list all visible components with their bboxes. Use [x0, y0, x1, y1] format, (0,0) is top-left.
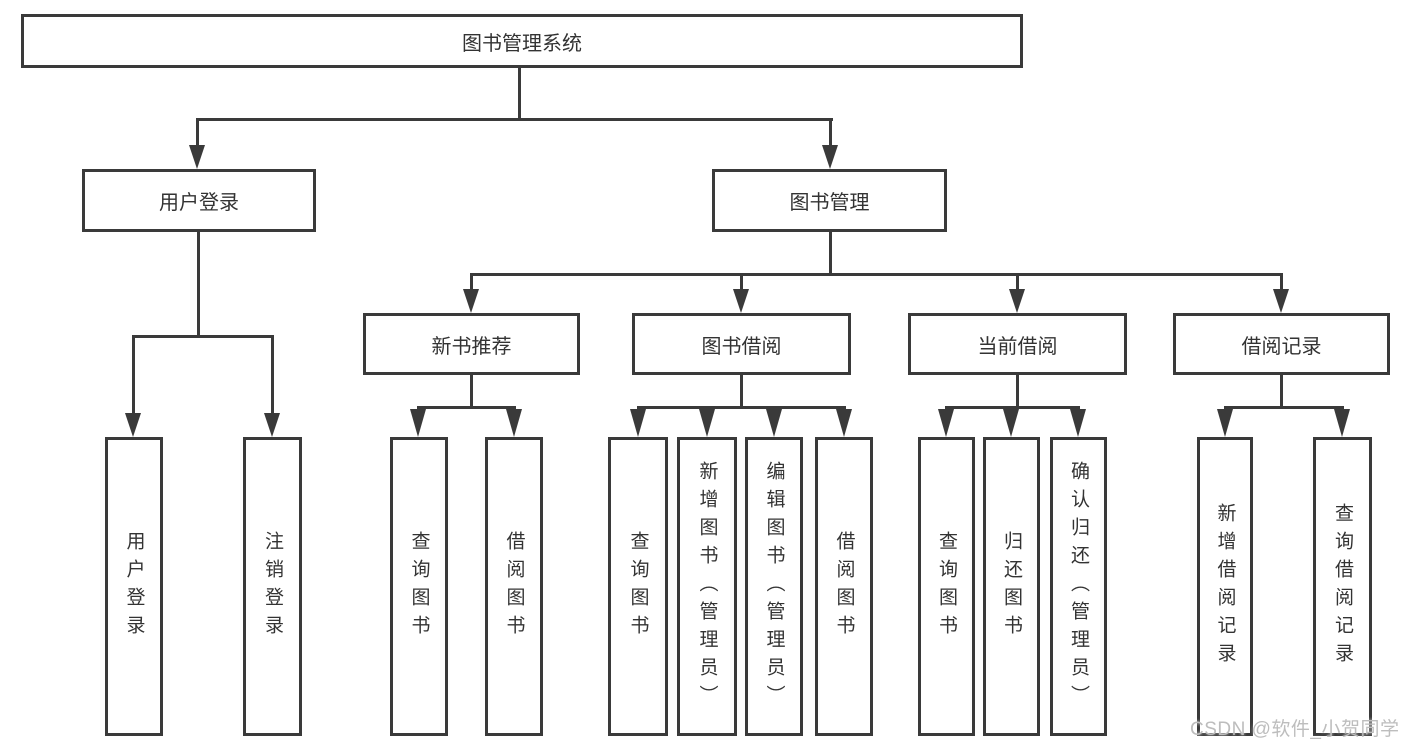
arrow-down-icon [125, 413, 141, 437]
connector [829, 232, 832, 276]
connector [518, 68, 521, 118]
node-book-borrow: 图书借阅 [632, 313, 851, 375]
leaf-logout: 注销登录 [243, 437, 302, 736]
node-current-borrow: 当前借阅 [908, 313, 1127, 375]
arrow-down-icon [699, 409, 715, 437]
arrow-down-icon [630, 409, 646, 437]
connector [1016, 273, 1019, 290]
node-new-book-recommend: 新书推荐 [363, 313, 580, 375]
leaf-add-borrow-record: 新增借阅记录 [1197, 437, 1253, 736]
node-library-system: 图书管理系统 [21, 14, 1023, 68]
connector [945, 406, 1080, 409]
connector [470, 273, 1283, 276]
connector [271, 335, 274, 415]
arrow-down-icon [1070, 409, 1086, 437]
arrow-down-icon [463, 289, 479, 313]
leaf-borrow-books-recommend: 借阅图书 [485, 437, 543, 736]
arrow-down-icon [822, 145, 838, 169]
arrow-down-icon [264, 413, 280, 437]
node-user-login: 用户登录 [82, 169, 316, 232]
arrow-down-icon [1273, 289, 1289, 313]
leaf-add-books-admin: 新增图书（管理员） [677, 437, 737, 736]
leaf-borrow-books: 借阅图书 [815, 437, 873, 736]
leaf-query-borrow-record: 查询借阅记录 [1313, 437, 1372, 736]
connector [470, 273, 473, 290]
arrow-down-icon [938, 409, 954, 437]
leaf-query-books-recommend: 查询图书 [390, 437, 448, 736]
connector [197, 232, 200, 337]
arrow-down-icon [410, 409, 426, 437]
leaf-edit-books-admin: 编辑图书（管理员） [745, 437, 803, 736]
leaf-query-books-current: 查询图书 [918, 437, 975, 736]
connector [132, 335, 135, 415]
arrow-down-icon [766, 409, 782, 437]
leaf-confirm-return-admin: 确认归还（管理员） [1050, 437, 1107, 736]
connector [470, 375, 473, 408]
connector [637, 406, 846, 409]
arrow-down-icon [733, 289, 749, 313]
connector [740, 375, 743, 408]
connector [829, 118, 832, 147]
connector [1224, 406, 1344, 409]
arrow-down-icon [1009, 289, 1025, 313]
node-book-management: 图书管理 [712, 169, 947, 232]
connector [196, 118, 199, 147]
connector [132, 335, 274, 338]
arrow-down-icon [1334, 409, 1350, 437]
arrow-down-icon [1003, 409, 1019, 437]
connector [1280, 273, 1283, 290]
arrow-down-icon [189, 145, 205, 169]
connector [1280, 375, 1283, 408]
connector [417, 406, 516, 409]
connector [740, 273, 743, 290]
leaf-user-login: 用户登录 [105, 437, 163, 736]
watermark-text: CSDN @软件_小贺同学 [1190, 719, 1400, 740]
connector [196, 118, 833, 121]
node-borrow-records: 借阅记录 [1173, 313, 1390, 375]
leaf-query-books: 查询图书 [608, 437, 668, 736]
connector [1016, 375, 1019, 408]
arrow-down-icon [506, 409, 522, 437]
leaf-return-books: 归还图书 [983, 437, 1040, 736]
arrow-down-icon [836, 409, 852, 437]
arrow-down-icon [1217, 409, 1233, 437]
